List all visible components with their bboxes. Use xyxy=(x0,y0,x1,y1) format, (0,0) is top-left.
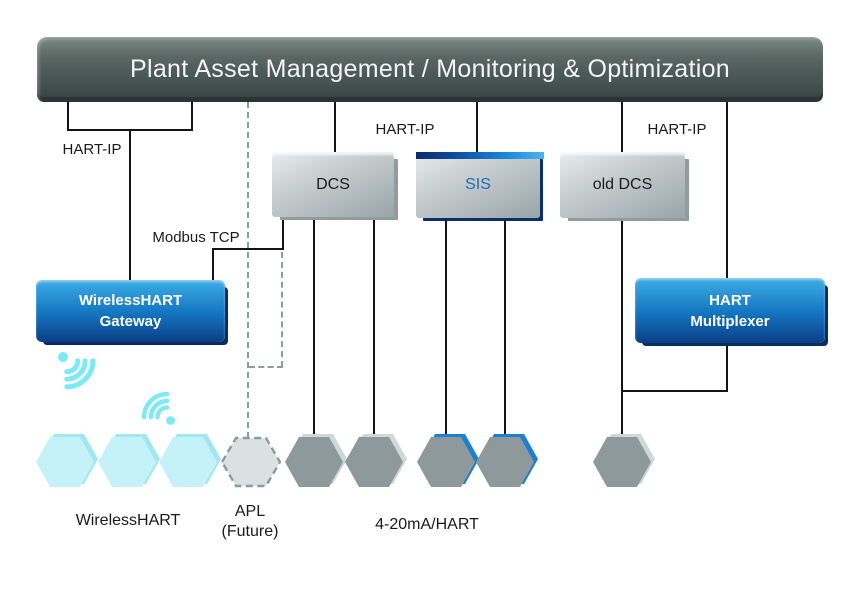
connector-modbus-to-gateway xyxy=(212,248,214,282)
multiplexer-label-line2: Multiplexer xyxy=(690,312,770,330)
connector-bar-to-sis xyxy=(476,102,478,153)
dashed-connector-branch-horizontal xyxy=(249,366,283,368)
wifi-signal-icon xyxy=(39,333,113,407)
node-old-dcs-label: old DCS xyxy=(592,176,653,193)
hexagon-hart-device xyxy=(285,434,347,487)
node-hart-multiplexer: HART Multiplexer xyxy=(635,278,825,343)
connector-bar-to-multiplexer xyxy=(726,102,728,279)
node-sis-label: SIS xyxy=(465,176,491,193)
connector-mux-to-junction xyxy=(726,343,728,392)
hexagon-wireless-device xyxy=(36,434,98,487)
label-apl-line1: APL xyxy=(234,503,266,520)
label-apl-future: APL (Future) xyxy=(210,502,290,542)
connector-olddcs-to-hex xyxy=(621,218,623,442)
connector-mux-junction-horizontal xyxy=(621,390,728,392)
connector-sis-to-hex1 xyxy=(445,218,447,442)
label-hart-ip-right: HART-IP xyxy=(647,121,707,138)
node-old-dcs: old DCS xyxy=(560,152,685,218)
connector-bracket-left xyxy=(67,102,69,131)
hexagon-wireless-device xyxy=(159,434,221,487)
hexagon-sis-hart-device xyxy=(476,434,538,487)
title-bar: Plant Asset Management / Monitoring & Op… xyxy=(37,37,823,102)
connector-dcs-to-hex1 xyxy=(313,217,315,442)
connector-bracket-right xyxy=(191,102,193,131)
gateway-label-line2: Gateway xyxy=(99,313,162,330)
node-dcs: DCS xyxy=(272,152,394,217)
label-hart-ip-middle: HART-IP xyxy=(375,121,435,138)
label-apl-line2: (Future) xyxy=(221,523,279,540)
connector-dcs-to-modbus xyxy=(282,217,284,250)
connector-bracket-to-gateway xyxy=(129,129,131,282)
title-bar-label: Plant Asset Management / Monitoring & Op… xyxy=(129,55,730,83)
node-dcs-label: DCS xyxy=(316,175,350,193)
hexagon-hart-device xyxy=(345,434,407,487)
connector-bar-to-olddcs xyxy=(621,102,623,153)
connector-bar-to-dcs xyxy=(334,102,336,153)
connector-sis-to-hex2 xyxy=(504,218,506,442)
label-420ma-hart-devices: 4-20mA/HART xyxy=(375,516,479,533)
label-modbus-tcp: Modbus TCP xyxy=(152,229,240,246)
node-sis: SIS xyxy=(416,152,544,218)
gateway-label-line1: WirelessHART xyxy=(78,292,183,309)
label-wirelesshart-devices: WirelessHART xyxy=(75,512,181,529)
node-wirelesshart-gateway: WirelessHART Gateway xyxy=(36,280,225,342)
label-hart-ip-left: HART-IP xyxy=(62,141,122,158)
wifi-signal-icon xyxy=(126,376,191,441)
hexagon-apl-future-device xyxy=(221,436,281,488)
hexagon-hart-device xyxy=(593,434,655,487)
sis-blue-edge xyxy=(416,152,544,159)
dashed-connector-modbus-branch xyxy=(281,252,283,367)
multiplexer-label-line1: HART xyxy=(709,291,751,309)
dashed-connector-bar-to-apl xyxy=(247,102,249,438)
hexagon-sis-hart-device xyxy=(417,434,479,487)
hexagon-wireless-device xyxy=(98,434,160,487)
connector-dcs-to-hex2 xyxy=(373,217,375,442)
